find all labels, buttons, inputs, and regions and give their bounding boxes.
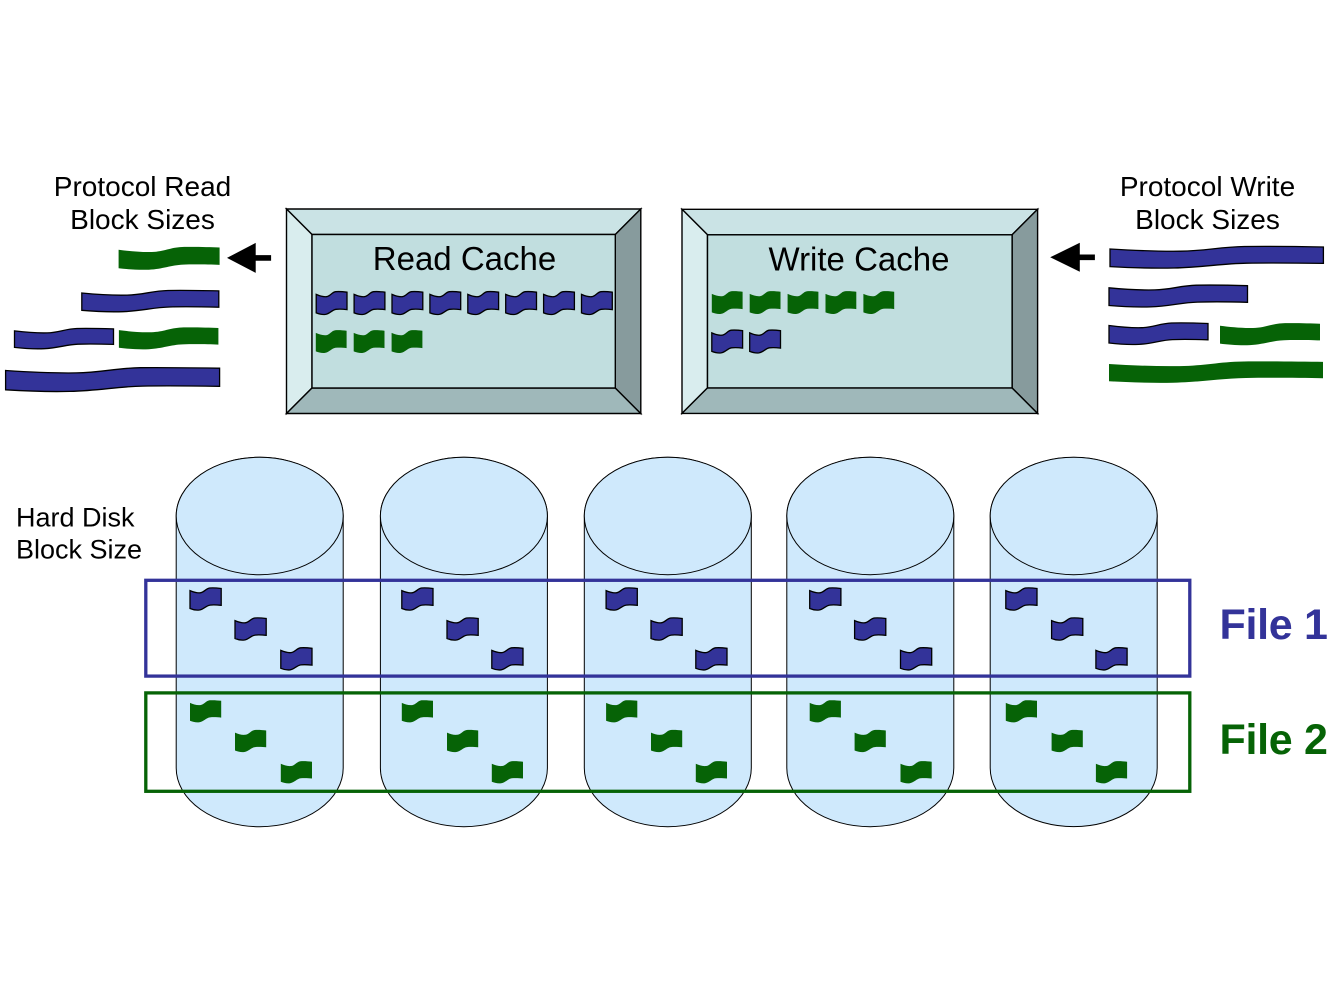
svg-text:Protocol Write: Protocol Write	[1120, 171, 1295, 202]
svg-text:File 1: File 1	[1220, 601, 1328, 649]
svg-text:Hard Disk: Hard Disk	[16, 502, 135, 532]
svg-text:Read Cache: Read Cache	[373, 240, 556, 277]
svg-text:Block Sizes: Block Sizes	[70, 204, 215, 235]
svg-text:Block Sizes: Block Sizes	[1135, 204, 1280, 235]
svg-text:Protocol Read: Protocol Read	[54, 171, 231, 202]
svg-text:File 2: File 2	[1220, 716, 1328, 764]
svg-text:Block Size: Block Size	[16, 534, 142, 564]
svg-text:Write Cache: Write Cache	[769, 241, 950, 278]
